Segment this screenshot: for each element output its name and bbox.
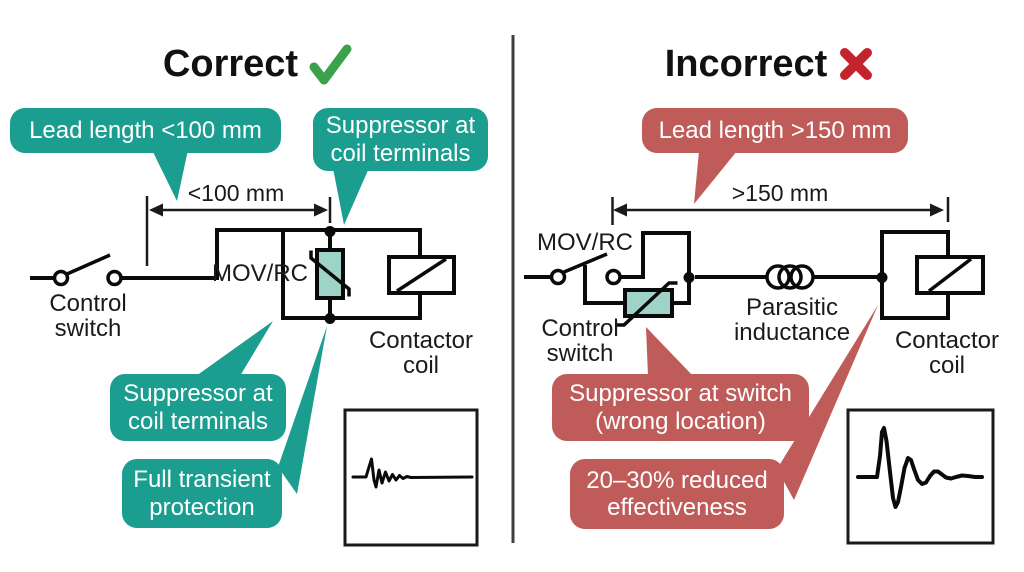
right-circuit — [524, 230, 985, 327]
dimension-right — [611, 197, 950, 225]
arrowhead-left-icon — [149, 203, 163, 217]
label-contactor-coil-left: Contactor coil — [368, 327, 474, 380]
arrowhead-right-icon — [930, 203, 944, 217]
waveform-suppressed-icon — [351, 457, 474, 489]
switch-lever-icon — [66, 253, 111, 276]
left-panel-title: Correct — [115, 40, 400, 88]
callout-tail-lead-length-left — [152, 150, 188, 201]
switch-lever-icon — [563, 252, 608, 274]
arrowhead-left-icon — [613, 203, 627, 217]
varistor-strike-icon — [615, 281, 678, 327]
wire — [620, 231, 691, 279]
check-icon — [308, 42, 352, 86]
switch-contact-icon — [52, 269, 70, 287]
switch-contact-icon — [549, 268, 567, 286]
callout-reduced-effectiveness: 20–30% reduced effectiveness — [570, 459, 784, 529]
label-contactor-coil-right: Contactor coil — [894, 327, 1000, 380]
junction-dot-icon — [876, 272, 888, 283]
label-mov-rc-left: MOV/RC — [212, 260, 308, 287]
coil-diagonal-icon — [927, 257, 973, 293]
right-panel-title: Incorrect — [620, 40, 920, 88]
right-title-text: Incorrect — [664, 42, 828, 85]
callout-suppressor-top-left: Suppressor at coil terminals — [313, 108, 488, 171]
callout-lead-length-right: Lead length >150 mm — [642, 108, 908, 153]
callout-full-protection: Full transient protection — [122, 459, 282, 528]
label-mov-rc-right: MOV/RC — [537, 229, 633, 256]
callout-tail-full-protection — [278, 326, 327, 494]
coil-diagonal-icon — [396, 257, 447, 293]
callout-tail-suppressor-switch — [646, 327, 693, 376]
wire — [672, 277, 691, 305]
mov-varistor-box — [623, 288, 674, 318]
arrowhead-right-icon — [314, 203, 328, 217]
inductor-loop-icon — [765, 264, 791, 290]
dimension-label-right: >150 mm — [731, 180, 829, 206]
callout-lead-length-left: Lead length <100 mm — [10, 108, 281, 153]
wire — [121, 228, 422, 280]
dimension-left — [145, 196, 332, 266]
mov-varistor-box — [315, 248, 345, 300]
callout-tail-suppressor-bottom-left — [196, 321, 273, 376]
switch-contact-icon — [605, 268, 622, 286]
junction-dot-icon — [324, 313, 336, 324]
inductor-loop-icon — [777, 264, 803, 290]
callout-tail-suppressor-top-left — [333, 168, 369, 225]
left-title-text: Correct — [162, 42, 299, 85]
dimension-label-left: <100 mm — [187, 180, 285, 206]
waveform-ringing-icon — [856, 426, 984, 509]
callout-tail-lead-length-right — [694, 151, 737, 204]
varistor-strike-icon — [309, 250, 351, 297]
callout-suppressor-switch: Suppressor at switch (wrong location) — [552, 374, 809, 441]
wire — [281, 230, 422, 320]
left-circuit — [30, 228, 456, 320]
wire — [882, 293, 950, 320]
junction-dot-icon — [324, 226, 336, 237]
junction-dot-icon — [683, 272, 695, 283]
callout-tail-reduced-effectiveness — [777, 305, 878, 500]
cross-icon — [837, 45, 875, 83]
callout-suppressor-bottom-left: Suppressor at coil terminals — [110, 374, 286, 441]
label-control-switch-left: Control switch — [49, 290, 127, 343]
label-parasitic-inductance: Parasitic inductance — [733, 294, 851, 347]
label-control-switch-right: Control switch — [541, 315, 619, 368]
wire — [583, 265, 625, 305]
switch-contact-icon — [106, 269, 123, 287]
